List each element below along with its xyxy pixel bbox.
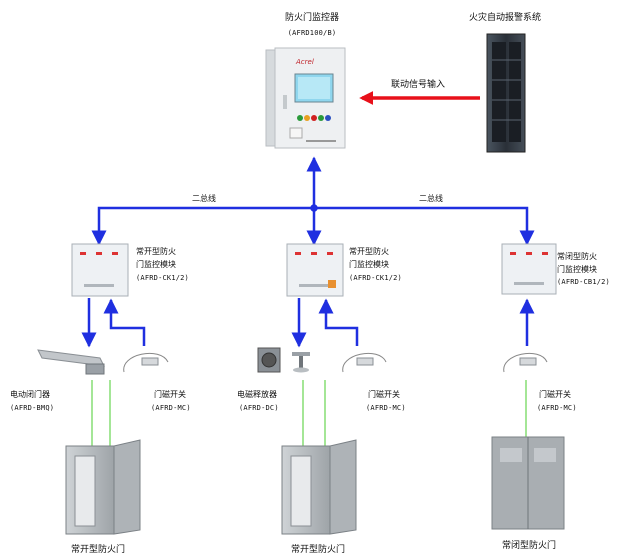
release-model: (AFRD-DC) bbox=[239, 404, 279, 412]
door-switch-image bbox=[342, 352, 387, 373]
module-2-model: (AFRD-CK1/2) bbox=[349, 274, 402, 282]
bus-wiring bbox=[91, 156, 535, 246]
door-closer-image bbox=[37, 349, 105, 375]
door-closer-name: 电动闭门器 bbox=[10, 390, 50, 399]
module-3-model: (AFRD-CB1/2) bbox=[557, 278, 610, 286]
fire-door-normally-open bbox=[65, 439, 141, 535]
controller-model: (AFRD100/B) bbox=[287, 29, 337, 37]
device-wiring bbox=[81, 298, 535, 348]
module-1-name-line1: 常开型防火 bbox=[136, 247, 176, 256]
door-1-label: 常开型防火门 bbox=[70, 545, 126, 555]
fire-door-normally-closed bbox=[491, 436, 565, 530]
brand-logo: Acrel bbox=[296, 58, 314, 66]
module-box bbox=[501, 243, 557, 295]
door-closer-model: (AFRD-BMQ) bbox=[10, 404, 55, 412]
bus-label-right: 二总线 bbox=[419, 194, 443, 203]
switch-3-name: 门磁开关 bbox=[539, 390, 571, 399]
module-3-name-line2: 门监控模块 bbox=[557, 265, 597, 274]
module-3-name-line1: 常闭型防火 bbox=[557, 252, 597, 261]
fire-alarm-name: 火灾自动报警系统 bbox=[468, 13, 542, 23]
door-switch-image bbox=[123, 352, 169, 373]
module-box bbox=[286, 243, 344, 297]
controller-buttons bbox=[297, 115, 331, 121]
door-wires bbox=[91, 380, 527, 452]
bus-label-left: 二总线 bbox=[192, 194, 216, 203]
release-name: 电磁释放器 bbox=[237, 390, 277, 399]
switch-2-model: (AFRD-MC) bbox=[366, 404, 406, 412]
door-3-label: 常闭型防火门 bbox=[501, 541, 557, 551]
switch-1-name: 门磁开关 bbox=[154, 390, 186, 399]
module-box bbox=[71, 243, 129, 297]
switch-1-model: (AFRD-MC) bbox=[151, 404, 191, 412]
linkage-signal-label: 联动信号输入 bbox=[390, 80, 446, 90]
controller-name: 防火门监控器 bbox=[284, 13, 340, 23]
module-1-name-line2: 门监控模块 bbox=[136, 260, 176, 269]
module-2-name-line1: 常开型防火 bbox=[349, 247, 389, 256]
switch-3-model: (AFRD-MC) bbox=[537, 404, 577, 412]
door-2-label: 常开型防火门 bbox=[290, 545, 346, 555]
fire-alarm-cabinet bbox=[486, 33, 526, 153]
door-switch-image bbox=[503, 352, 548, 373]
module-1-model: (AFRD-CK1/2) bbox=[136, 274, 189, 282]
module-2-name-line2: 门监控模块 bbox=[349, 260, 389, 269]
switch-2-name: 门磁开关 bbox=[368, 390, 400, 399]
electromagnetic-release-image bbox=[257, 347, 310, 373]
fire-door-normally-open bbox=[281, 439, 357, 535]
controller-device bbox=[265, 47, 346, 149]
